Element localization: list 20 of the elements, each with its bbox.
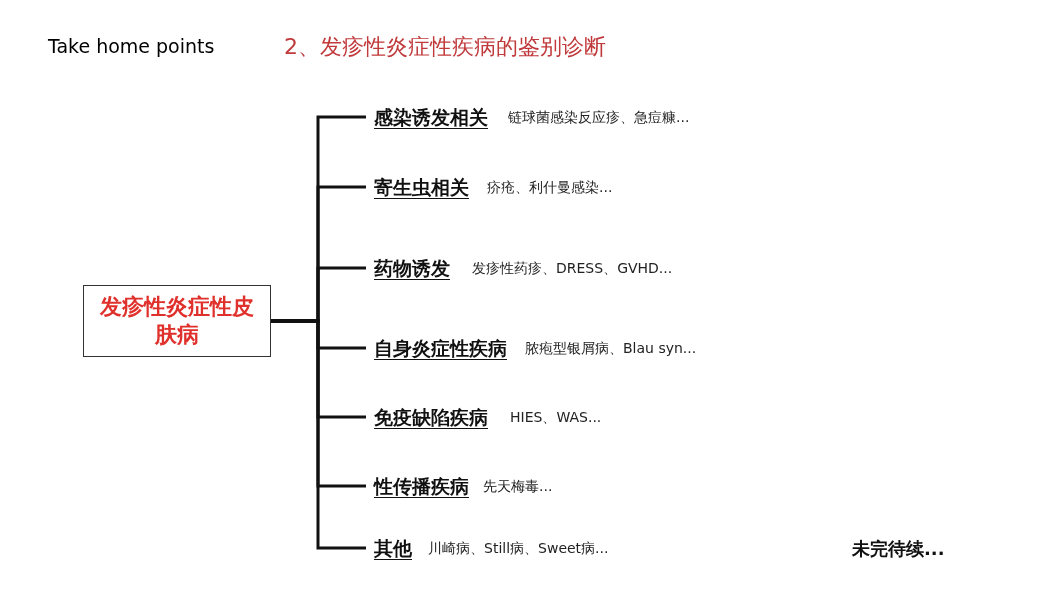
example-text: 先天梅毒... bbox=[483, 476, 553, 496]
category-label: 感染诱发相关 bbox=[366, 103, 488, 131]
category-label: 药物诱发 bbox=[366, 254, 450, 282]
title: 2、发疹性炎症性疾病的鉴别诊断 bbox=[284, 33, 606, 61]
heading-text: Take home points bbox=[48, 34, 215, 59]
example-text: 发疹性药疹、DRESS、GVHD... bbox=[472, 258, 673, 278]
category-label: 性传播疾病 bbox=[366, 472, 469, 500]
example-text: 疥疮、利什曼感染... bbox=[487, 177, 613, 197]
connector-line bbox=[271, 319, 366, 550]
example-text: 川崎病、Still病、Sweet病... bbox=[428, 538, 609, 558]
example-text: 链球菌感染反应疹、急痘糠... bbox=[508, 107, 690, 127]
root-label: 发疹性炎症性皮肤病 bbox=[99, 293, 255, 349]
category-label: 其他 bbox=[366, 534, 412, 562]
category-label: 寄生虫相关 bbox=[366, 173, 469, 201]
example-text: 脓疱型银屑病、Blau syn... bbox=[525, 338, 697, 358]
category-label: 免疫缺陷疾病 bbox=[366, 403, 488, 431]
example-text: HIES、WAS... bbox=[510, 407, 602, 427]
note-text: 未完待续... bbox=[852, 537, 945, 561]
root-box bbox=[83, 285, 271, 357]
category-label: 自身炎症性疾病 bbox=[366, 334, 507, 362]
